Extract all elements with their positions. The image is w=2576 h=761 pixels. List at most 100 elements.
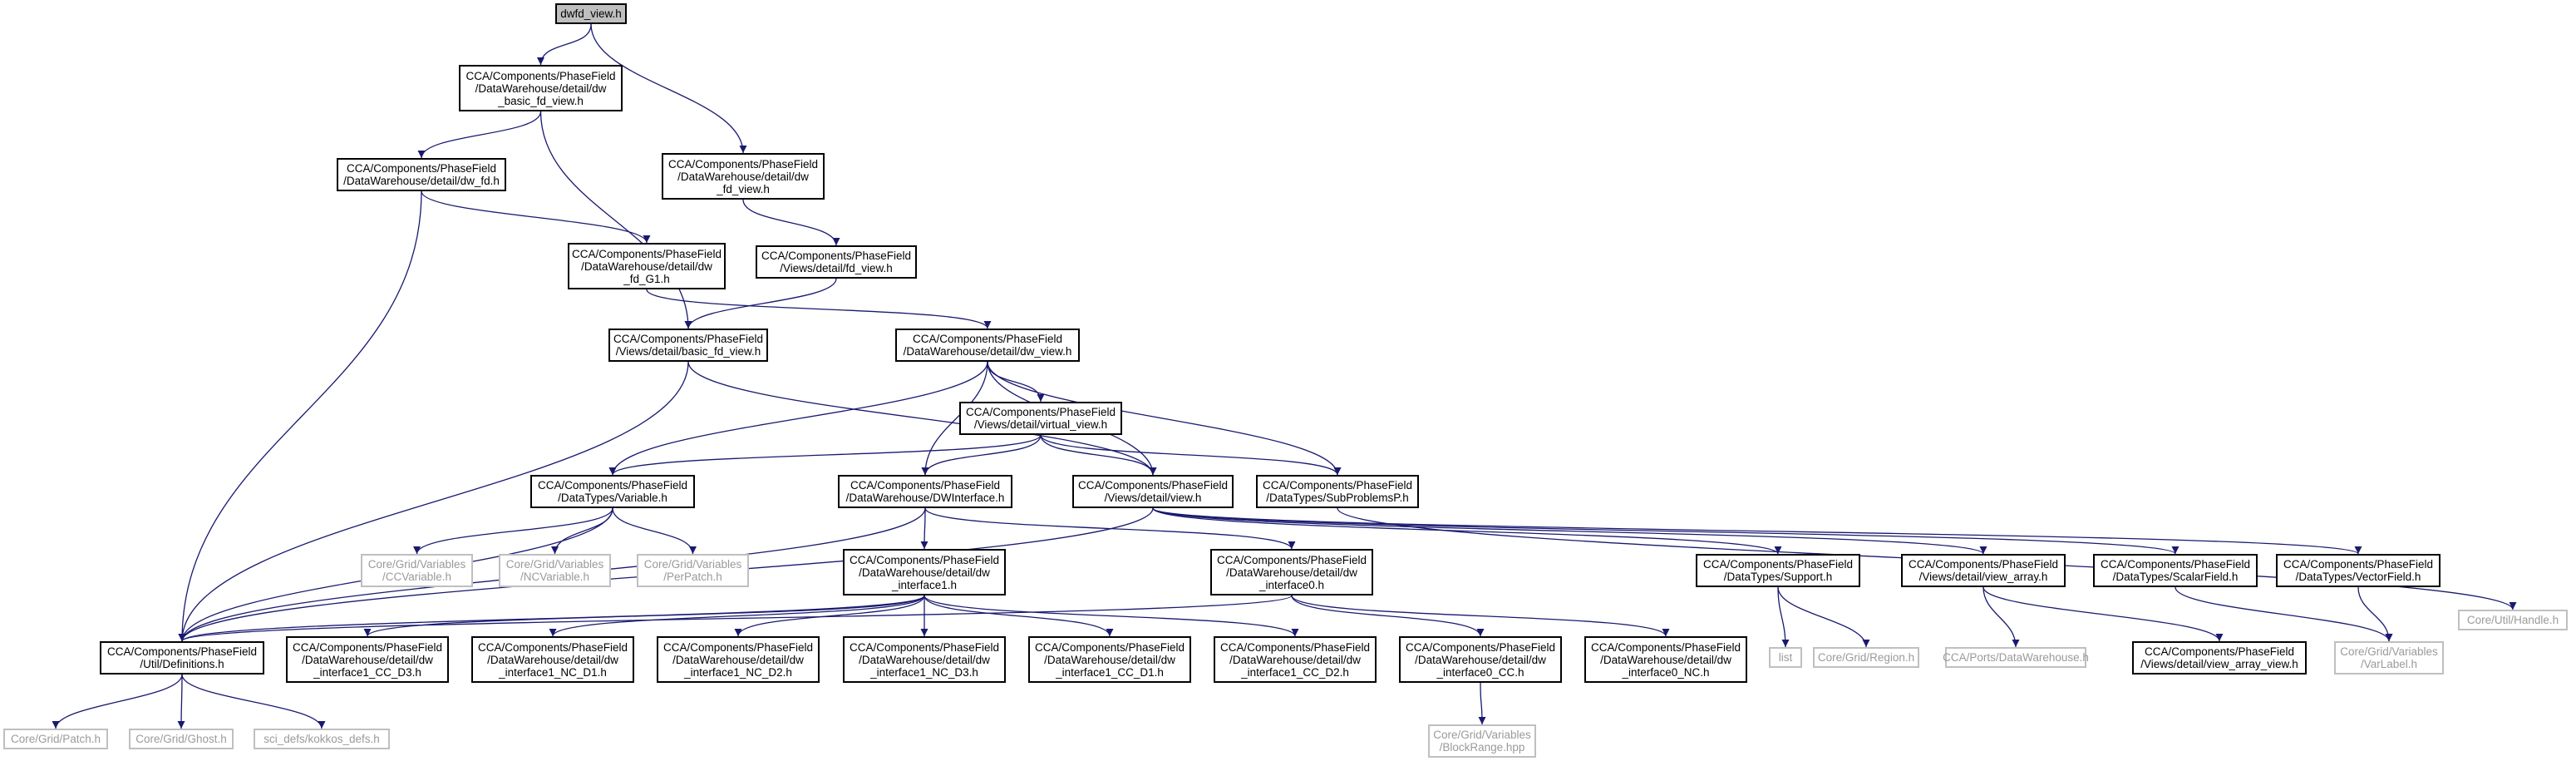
- edge-dw-fd-G1-to-dw-view: [646, 289, 992, 329]
- node-root[interactable]: dwfd_view.h: [555, 3, 627, 24]
- node-view-array-view[interactable]: CCA/Components/PhaseField /Views/detail/…: [2132, 641, 2307, 675]
- node-label: CCA/Components/PhaseField /Views/detail/…: [1077, 479, 1229, 504]
- edge-view-to-scalarfield: [1152, 507, 2180, 555]
- node-virtual-view[interactable]: CCA/Components/PhaseField /Views/detail/…: [959, 402, 1122, 435]
- node-label: CCA/Components/PhaseField /DataWarehouse…: [465, 69, 616, 107]
- node-label: dwfd_view.h: [560, 7, 622, 20]
- node-label: Core/Grid/Variables /PerPatch.h: [643, 558, 742, 583]
- edge-virtual-view-to-subproblemsp: [1040, 434, 1342, 476]
- edge-view-array-to-view-array-view: [1982, 586, 2224, 642]
- node-dw-view[interactable]: CCA/Components/PhaseField /DataWarehouse…: [895, 329, 1080, 362]
- edge-root-to-dw-fd-view: [590, 23, 747, 154]
- node-i1-nc-d1[interactable]: CCA/Components/PhaseField /DataWarehouse…: [471, 636, 634, 683]
- edge-dw-interface0-to-i0-nc: [1291, 595, 1670, 637]
- edge-dw-basic-fd-view-to-dw-fd: [417, 111, 542, 159]
- node-subproblemsp[interactable]: CCA/Components/PhaseField /DataTypes/Sub…: [1256, 475, 1419, 508]
- node-dw-interface0[interactable]: CCA/Components/PhaseField /DataWarehouse…: [1210, 549, 1373, 595]
- edge-dw-interface0-to-i0-cc: [1291, 595, 1485, 637]
- edge-basic-fd-view-to-view: [687, 361, 1157, 476]
- node-i1-nc-d2[interactable]: CCA/Components/PhaseField /DataWarehouse…: [657, 636, 820, 683]
- node-i1-nc-d3[interactable]: CCA/Components/PhaseField /DataWarehouse…: [843, 636, 1006, 683]
- edge-root-to-dw-basic-fd-view: [537, 23, 592, 66]
- edge-view-to-support: [1152, 507, 1782, 555]
- edge-dw-fd-to-dw-fd-G1: [421, 190, 651, 244]
- edge-dw-view-to-virtual-view: [987, 361, 1045, 403]
- node-label: CCA/Components/PhaseField /DataWarehouse…: [845, 479, 1005, 504]
- node-dw-interface1[interactable]: CCA/Components/PhaseField /DataWarehouse…: [843, 549, 1006, 595]
- node-handle: Core/Util/Handle.h: [2458, 610, 2568, 630]
- node-label: Core/Grid/Patch.h: [10, 733, 101, 745]
- node-view-array[interactable]: CCA/Components/PhaseField /Views/detail/…: [1901, 554, 2066, 587]
- node-scalarfield[interactable]: CCA/Components/PhaseField /DataTypes/Sca…: [2093, 554, 2258, 587]
- node-definitions[interactable]: CCA/Components/PhaseField /Util/Definiti…: [100, 641, 264, 675]
- node-perpatch: Core/Grid/Variables /PerPatch.h: [637, 554, 749, 587]
- edge-scalarfield-to-varlabel: [2175, 586, 2393, 642]
- node-label: CCA/Components/PhaseField /DataWarehouse…: [292, 640, 443, 679]
- node-fd-view[interactable]: CCA/Components/PhaseField /Views/detail/…: [756, 245, 917, 279]
- edge-dw-interface1-to-i1-nc-d2: [734, 595, 925, 637]
- node-label: CCA/Components/PhaseField /DataWarehouse…: [667, 157, 819, 195]
- node-dw-basic-fd-view[interactable]: CCA/Components/PhaseField /DataWarehouse…: [459, 65, 623, 111]
- node-label: CCA/Components/PhaseField /DataWarehouse…: [1405, 640, 1556, 679]
- edge-virtual-view-to-dwinterface: [921, 434, 1042, 476]
- edge-virtual-view-to-view: [1040, 434, 1157, 476]
- node-list: list: [1769, 647, 1802, 668]
- edge-support-to-list: [1777, 586, 1790, 648]
- node-label: Core/Grid/Variables /VarLabel.h: [2340, 645, 2438, 670]
- edge-variable-to-ccvariable: [413, 507, 613, 555]
- edge-dw-interface1-to-i1-nc-d1: [549, 595, 925, 637]
- node-dwinterface[interactable]: CCA/Components/PhaseField /DataWarehouse…: [838, 475, 1012, 508]
- edge-dw-view-to-dwinterface: [921, 361, 988, 476]
- node-support[interactable]: CCA/Components/PhaseField /DataTypes/Sup…: [1696, 554, 1860, 587]
- node-ghost: Core/Grid/Ghost.h: [129, 729, 234, 749]
- edge-variable-to-ncvariable: [551, 507, 613, 555]
- node-label: CCA/Components/PhaseField /DataTypes/Var…: [537, 479, 688, 504]
- edge-definitions-to-patch: [52, 674, 183, 729]
- node-label: Core/Grid/Variables /CCVariable.h: [367, 558, 466, 583]
- node-ncvariable: Core/Grid/Variables /NCVariable.h: [499, 554, 611, 587]
- edge-definitions-to-kokkos: [181, 674, 326, 729]
- node-label: list: [1778, 651, 1793, 664]
- node-region: Core/Grid/Region.h: [1813, 647, 1919, 668]
- node-basic-fd-view[interactable]: CCA/Components/PhaseField /Views/detail/…: [608, 329, 768, 362]
- node-dw-fd-G1[interactable]: CCA/Components/PhaseField /DataWarehouse…: [568, 243, 726, 289]
- node-label: CCA/Components/PhaseField /DataWarehouse…: [1216, 553, 1367, 591]
- node-label: CCA/Components/PhaseField /DataTypes/Sup…: [1702, 558, 1854, 583]
- node-varlabel: Core/Grid/Variables /VarLabel.h: [2334, 641, 2444, 675]
- node-label: CCA/Components/PhaseField /DataWarehouse…: [903, 333, 1072, 358]
- edge-basic-fd-view-to-definitions: [178, 361, 689, 642]
- node-i0-cc[interactable]: CCA/Components/PhaseField /DataWarehouse…: [1399, 636, 1562, 683]
- edge-view-to-vectorfield: [1152, 507, 2362, 555]
- node-label: CCA/Components/PhaseField /Views/detail/…: [965, 406, 1116, 431]
- edge-variable-to-perpatch: [612, 507, 697, 555]
- node-view[interactable]: CCA/Components/PhaseField /Views/detail/…: [1072, 475, 1234, 508]
- node-dw-fd[interactable]: CCA/Components/PhaseField /DataWarehouse…: [337, 158, 506, 191]
- edge-dwinterface-to-dw-interface1: [920, 507, 928, 550]
- node-i0-nc[interactable]: CCA/Components/PhaseField /DataWarehouse…: [1584, 636, 1747, 683]
- node-i1-cc-d1[interactable]: CCA/Components/PhaseField /DataWarehouse…: [1028, 636, 1191, 683]
- node-dw-fd-view[interactable]: CCA/Components/PhaseField /DataWarehouse…: [662, 153, 825, 200]
- node-label: Core/Grid/Region.h: [1817, 651, 1915, 664]
- node-i1-cc-d2[interactable]: CCA/Components/PhaseField /DataWarehouse…: [1214, 636, 1377, 683]
- node-label: CCA/Components/PhaseField /DataWarehouse…: [662, 640, 814, 679]
- edge-virtual-view-to-variable: [608, 434, 1042, 476]
- node-label: CCA/Components/PhaseField /DataWarehouse…: [343, 162, 500, 187]
- edge-fd-view-to-basic-fd-view: [684, 278, 837, 329]
- edge-dw-interface1-to-i1-cc-d1: [924, 595, 1114, 637]
- node-label: CCA/Components/PhaseField /DataWarehouse…: [1590, 640, 1741, 679]
- edge-dw-interface1-to-i1-cc-d2: [924, 595, 1299, 637]
- node-vectorfield[interactable]: CCA/Components/PhaseField /DataTypes/Vec…: [2276, 554, 2441, 587]
- node-label: Core/Grid/Variables /NCVariable.h: [505, 558, 604, 583]
- node-label: CCA/Components/PhaseField /DataTypes/Sca…: [2100, 558, 2251, 583]
- edge-view-to-view-array: [1152, 507, 1987, 555]
- edge-dw-fd-view-to-fd-view: [742, 199, 840, 246]
- edge-vectorfield-to-varlabel: [2357, 586, 2393, 642]
- node-label: Core/Grid/Ghost.h: [135, 733, 227, 745]
- node-label: CCA/Components/PhaseField /DataWarehouse…: [849, 553, 1000, 591]
- node-label: CCA/Components/PhaseField /DataTypes/Sub…: [1262, 479, 1413, 504]
- node-variable[interactable]: CCA/Components/PhaseField /DataTypes/Var…: [530, 475, 695, 508]
- node-blockrange: Core/Grid/Variables /BlockRange.hpp: [1428, 724, 1536, 758]
- node-label: CCA/Components/PhaseField /Views/detail/…: [1908, 558, 2059, 583]
- node-i1-cc-d3[interactable]: CCA/Components/PhaseField /DataWarehouse…: [286, 636, 449, 683]
